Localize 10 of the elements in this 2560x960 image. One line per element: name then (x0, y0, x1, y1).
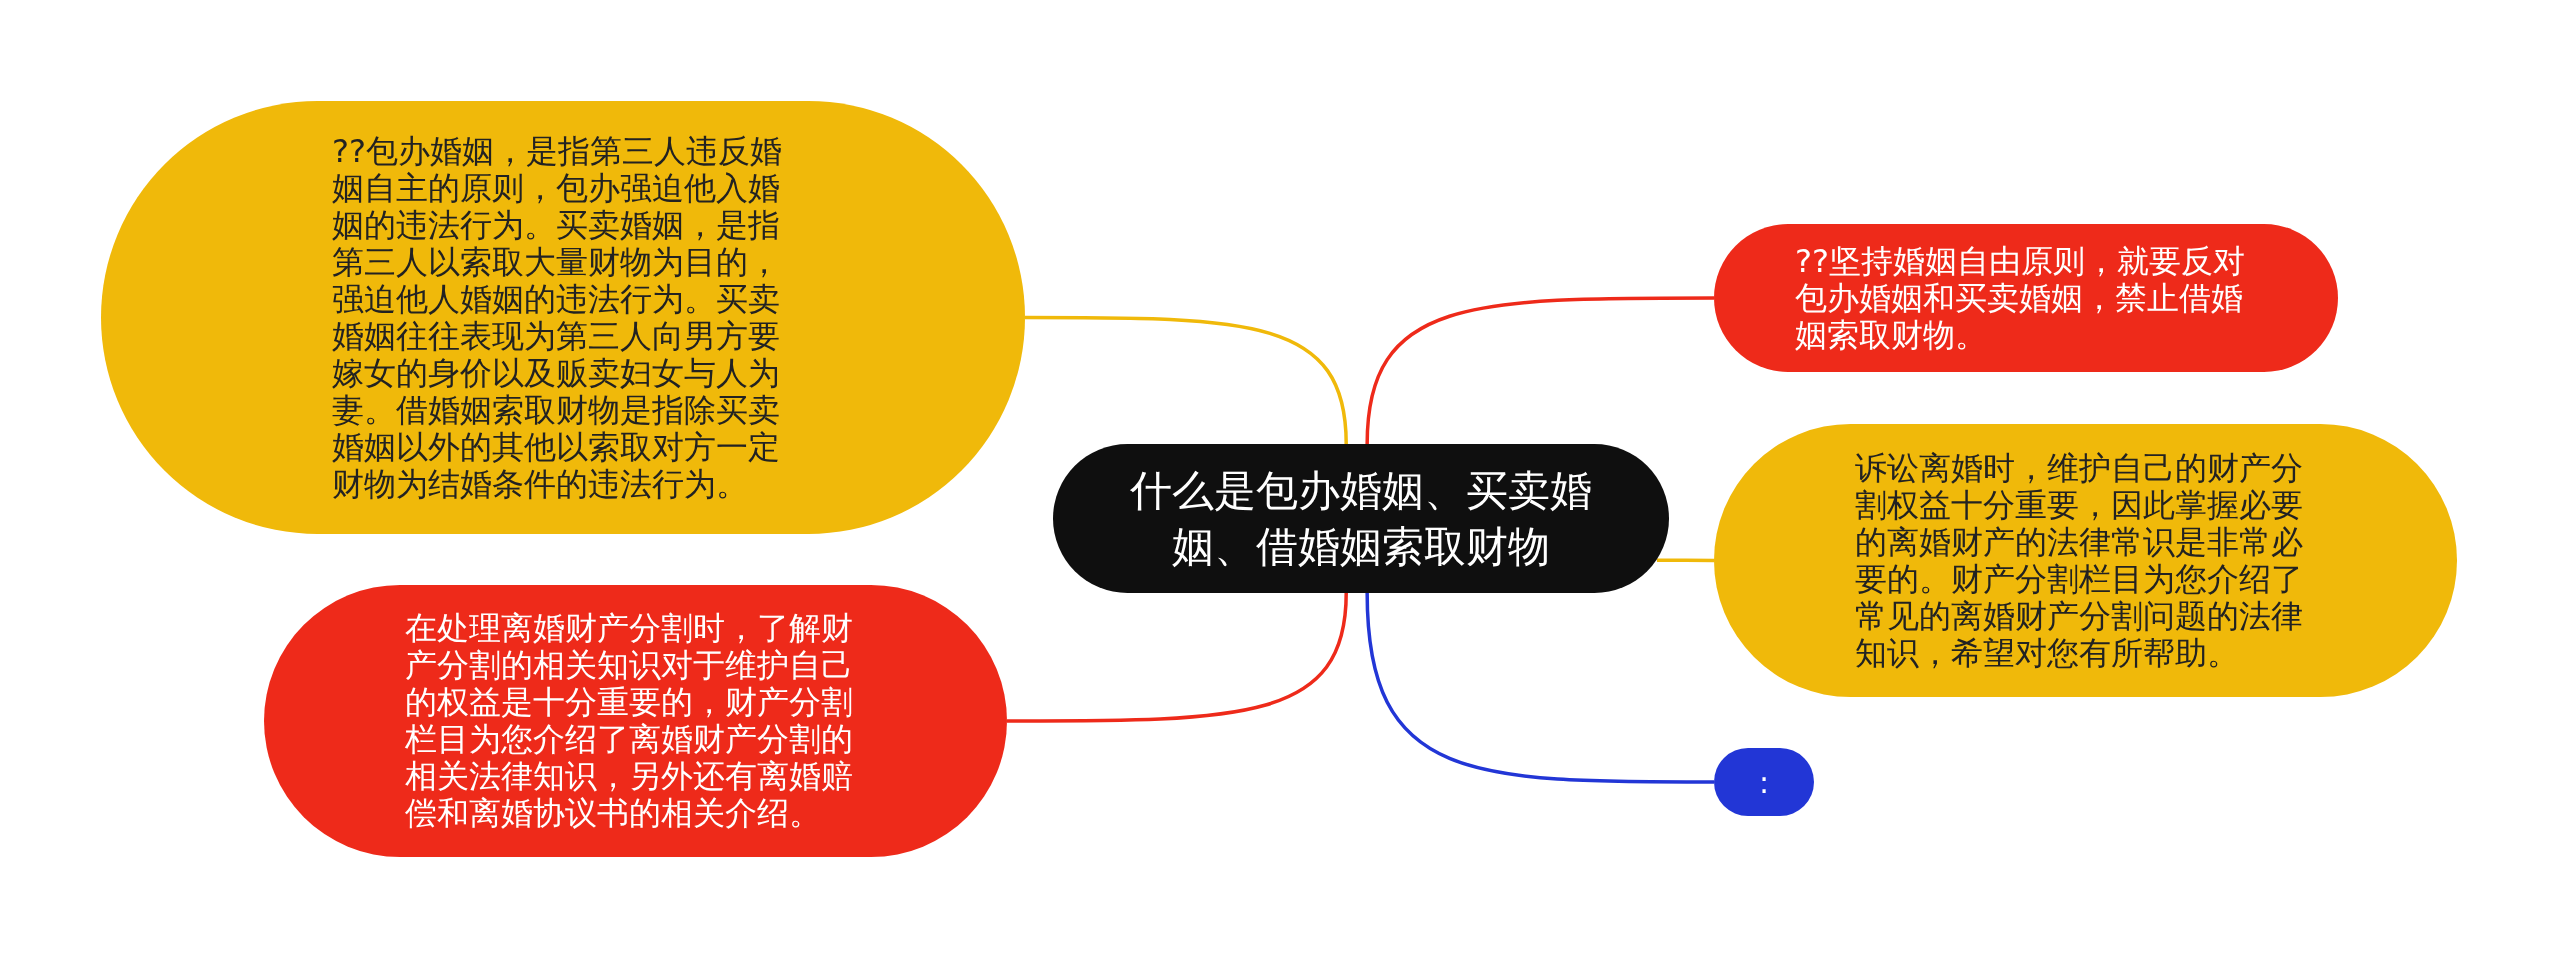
connector-line (1007, 592, 1348, 723)
connector-line (1657, 558, 1714, 563)
topic-text: 什么是包办婚姻、买卖婚姻、借婚姻索取财物 (1129, 464, 1593, 573)
connector-line (1365, 296, 1714, 445)
topic-text: ??包办婚姻，是指第三人违反婚姻自主的原则，包办强迫他入婚姻的违法行为。买卖婚姻，是指第三人以索取大量财物为目的，强迫他人婚姻的违法行为。买卖婚姻往往表现为第三人向男方要嫁女的身价以及贩卖妇女与人为妻。借婚姻索取财物是指除买卖婚姻以外的其他以索取对方一定财物为结婚条件的违法行为。 (332, 132, 783, 503)
connector-line (1025, 315, 1348, 445)
topic-text: : (1757, 763, 1771, 801)
topic-text: ??坚持婚姻自由原则，就要反对包办婚姻和买卖婚姻，禁止借婚姻索取财物。 (1795, 242, 2246, 354)
topic-text: 诉讼离婚时，维护自己的财产分割权益十分重要，因此掌握必要的离婚财产的法律常识是非常必要的。财产分割栏目为您介绍了常见的离婚财产分割问题的法律知识，希望对您有所帮助。 (1854, 449, 2304, 672)
topic-text: 在处理离婚财产分割时，了解财产分割的相关知识对于维护自己的权益是十分重要的，财产分割栏目为您介绍了离婚财产分割的相关法律知识，另外还有离婚赔偿和离婚协议书的相关介绍。 (404, 610, 854, 832)
